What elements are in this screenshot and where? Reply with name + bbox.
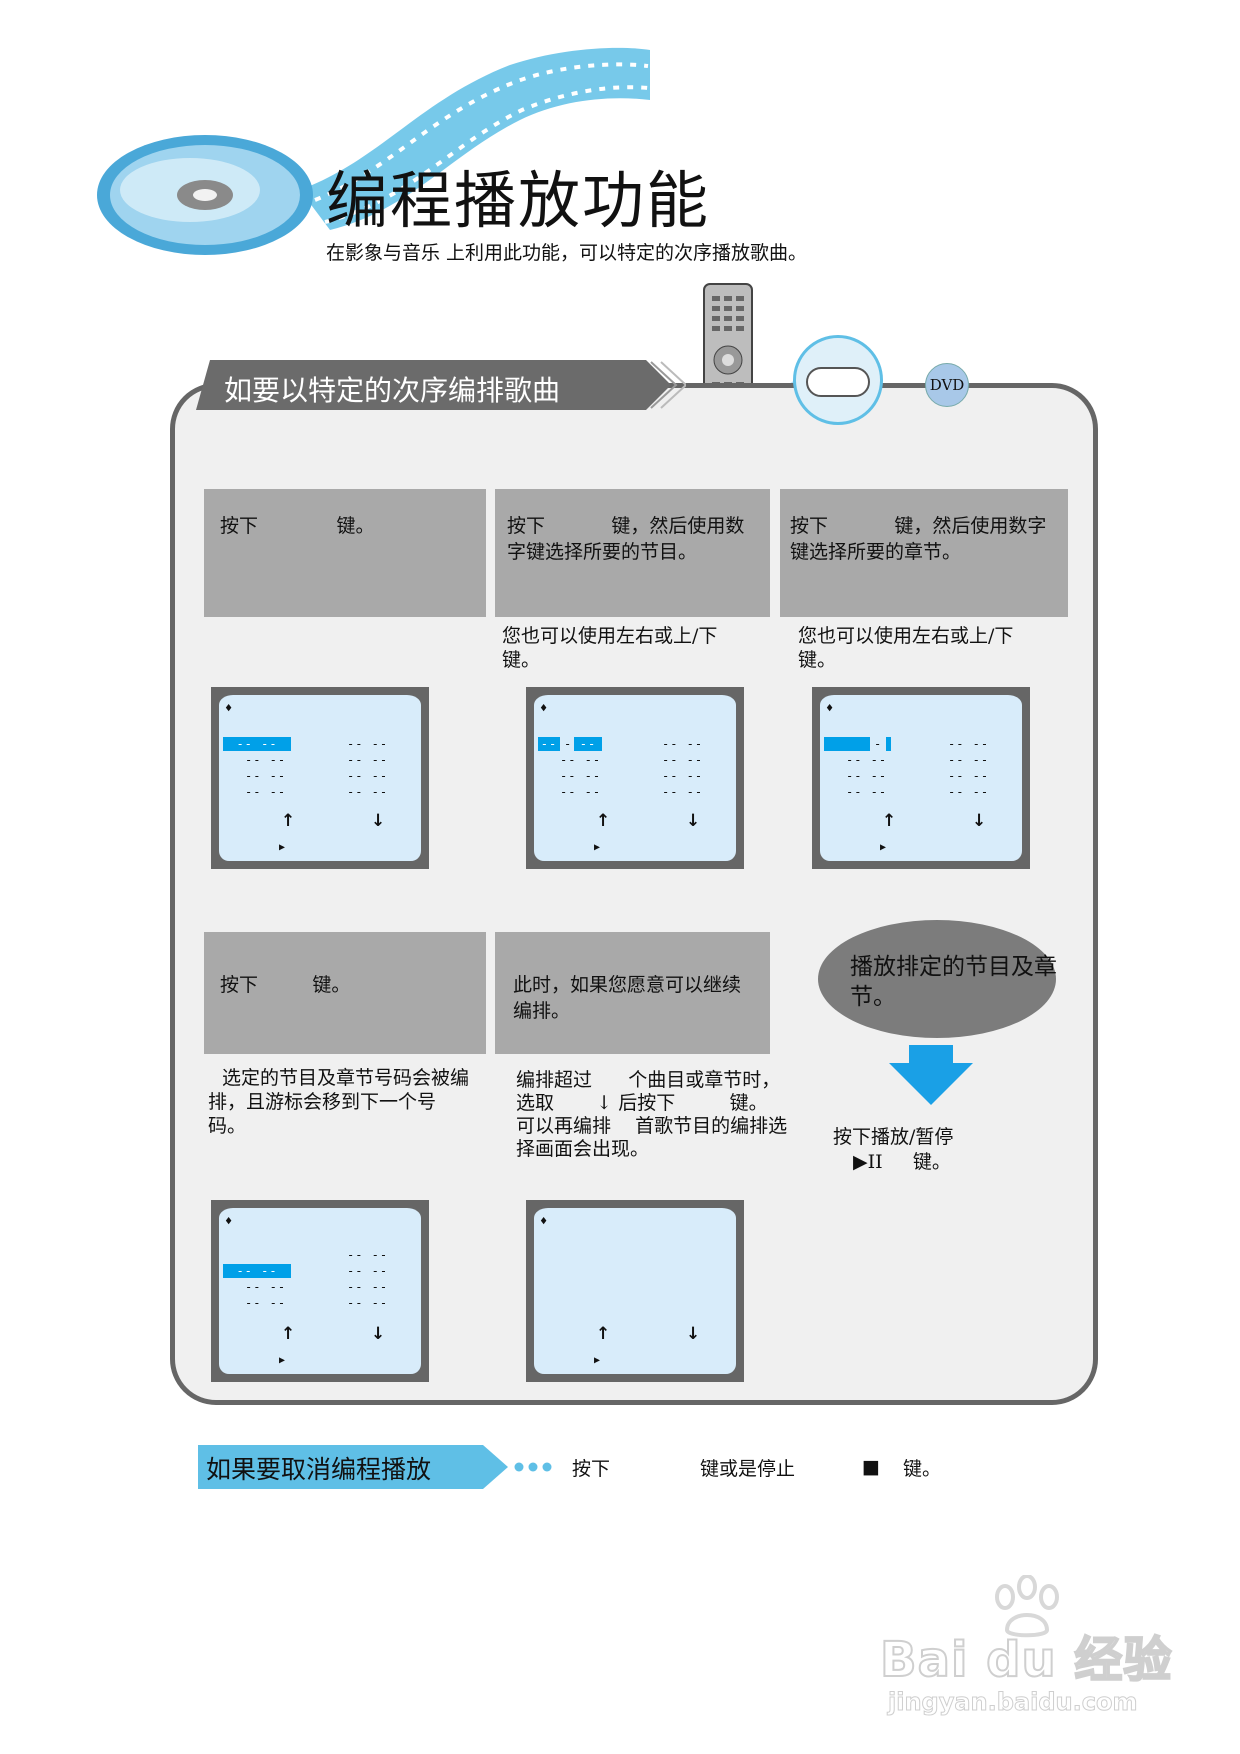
up-arrow-icon: ↑ <box>882 811 897 831</box>
final-step-note-2: ▶II 键。 <box>853 1151 951 1173</box>
watermark-brand: Bai du 经验 <box>879 1631 1173 1689</box>
step-4-box: 按下 键。 <box>204 932 486 1054</box>
selected-slot: -- <box>538 737 560 751</box>
up-arrow-icon: ↑ <box>596 811 611 831</box>
slot: -- -- <box>560 785 602 799</box>
play-icon: ▶ <box>594 1355 602 1366</box>
slot: -- -- <box>560 769 602 783</box>
slot: -- -- <box>347 737 389 751</box>
step-3-box: 按下 键，然后使用数字键选择所要的章节。 <box>780 489 1068 617</box>
slot: -- -- <box>846 769 888 783</box>
cancel-title: 如果要取消编程播放 <box>206 1455 432 1484</box>
slot: -- -- <box>245 753 287 767</box>
screen-5: ♦ ↑ ↓ ▶ <box>526 1200 744 1382</box>
step-5-text: 此时，如果您愿意可以继续编排。 <box>513 974 742 1022</box>
watermark-url: jingyan.baidu.com <box>887 1688 1138 1717</box>
play-icon: ▶ <box>594 842 602 853</box>
slot: -- -- <box>245 785 287 799</box>
slot: -- -- <box>560 753 602 767</box>
slot: -- -- <box>245 1296 287 1310</box>
diamond-icon: ♦ <box>826 701 835 715</box>
diamond-icon: ♦ <box>225 1214 234 1228</box>
cursor <box>886 737 891 751</box>
slot: -- -- <box>846 753 888 767</box>
diamond-icon: ♦ <box>225 701 234 715</box>
section-banner <box>196 360 686 410</box>
slot: -- -- <box>347 1296 389 1310</box>
play-icon: ▶ <box>880 842 888 853</box>
step-5-box: 此时，如果您愿意可以继续编排。 <box>495 932 770 1054</box>
slot: -- -- <box>347 1248 389 1262</box>
dots-icon <box>514 1462 552 1472</box>
step-1-box: 按下 键。 <box>204 489 486 617</box>
up-arrow-icon: ↑ <box>281 1324 296 1344</box>
step-4-text: 按下 键。 <box>220 974 351 996</box>
selected-slot: -- -- <box>223 1264 291 1278</box>
slot: -- -- <box>948 737 990 751</box>
slot: -- -- <box>347 753 389 767</box>
selected-slot: -- -- <box>223 737 291 751</box>
down-arrow-icon: ↓ <box>686 811 701 831</box>
program-button-icon <box>806 367 870 397</box>
page-title: 编程播放功能 <box>326 164 711 237</box>
step-4-note: 选定的节目及章节号码会被编排，且游标会移到下一个号码。 <box>208 1067 470 1137</box>
diamond-icon: ♦ <box>540 1214 549 1228</box>
disc-film-graphic <box>97 47 650 255</box>
slot: -- -- <box>662 785 704 799</box>
play-icon: ▶ <box>279 1355 287 1366</box>
cancel-or-stop-text: 键或是停止 <box>700 1458 796 1480</box>
step-5-note: 编排超过 个曲目或章节时， 选取 ↓ 后按下 键。 可以再编排 首歌节目的编排选… <box>516 1069 788 1160</box>
cancel-press-text: 按下 <box>572 1458 611 1480</box>
up-arrow-icon: ↑ <box>596 1324 611 1344</box>
slot: -- -- <box>662 753 704 767</box>
selected-slot: -- <box>574 737 602 751</box>
down-arrow-icon: ↓ <box>686 1324 701 1344</box>
slot: -- -- <box>662 769 704 783</box>
cancel-key-text: 键。 <box>903 1458 942 1480</box>
slot: -- -- <box>948 769 990 783</box>
slot: -- -- <box>662 737 704 751</box>
dvd-badge: DVD <box>925 363 969 407</box>
slot: -- -- <box>347 769 389 783</box>
stop-icon: ■ <box>862 1456 880 1478</box>
slot: -- -- <box>846 785 888 799</box>
slot: -- -- <box>948 753 990 767</box>
step-3-note: 您也可以使用左右或上/下 键。 <box>798 625 1014 671</box>
down-arrow-icon <box>889 1045 973 1105</box>
down-arrow-icon: ↓ <box>972 811 987 831</box>
section-title: 如要以特定的次序编排歌曲 <box>224 374 561 407</box>
play-icon: ▶ <box>279 842 287 853</box>
slot: -- -- <box>245 1280 287 1294</box>
step-2-box: 按下 键，然后使用数字键选择所要的节目。 <box>495 489 770 617</box>
step-2-text: 按下 键，然后使用数字键选择所要的节目。 <box>507 515 745 563</box>
down-arrow-icon: ↓ <box>371 1324 386 1344</box>
screen-3: ♦ - -- -- -- -- -- -- -- -- -- -- -- -- … <box>812 687 1030 869</box>
final-step-text: 播放排定的节目及章节。 <box>850 954 1057 1010</box>
page-subtitle: 在影象与音乐 上利用此功能，可以特定的次序播放歌曲。 <box>326 242 808 264</box>
slot: -- -- <box>347 785 389 799</box>
slot-separator: - <box>874 737 883 751</box>
slot: -- -- <box>948 785 990 799</box>
step-1-text: 按下 键。 <box>220 515 375 537</box>
step-2-note: 您也可以使用左右或上/下 键。 <box>502 625 718 671</box>
cancel-banner <box>198 1445 508 1489</box>
screen-4: ♦ -- -- -- -- -- -- -- -- -- -- -- -- --… <box>211 1200 429 1382</box>
final-step-note-1: 按下播放/暂停 <box>833 1126 954 1148</box>
step-3-text: 按下 键，然后使用数字键选择所要的章节。 <box>790 515 1047 563</box>
baidu-paw-icon <box>995 1575 1059 1638</box>
slot: -- -- <box>347 1280 389 1294</box>
down-arrow-icon: ↓ <box>371 811 386 831</box>
screen-2: ♦ -- - -- -- -- -- -- -- -- -- -- -- -- … <box>526 687 744 869</box>
slot-separator: - <box>564 737 573 751</box>
slot: -- -- <box>245 769 287 783</box>
selected-slot <box>824 737 870 751</box>
diamond-icon: ♦ <box>540 701 549 715</box>
final-step-bubble <box>818 920 1056 1038</box>
slot: -- -- <box>347 1264 389 1278</box>
up-arrow-icon: ↑ <box>281 811 296 831</box>
screen-1: ♦ -- -- -- -- -- -- -- -- -- -- -- -- --… <box>211 687 429 869</box>
